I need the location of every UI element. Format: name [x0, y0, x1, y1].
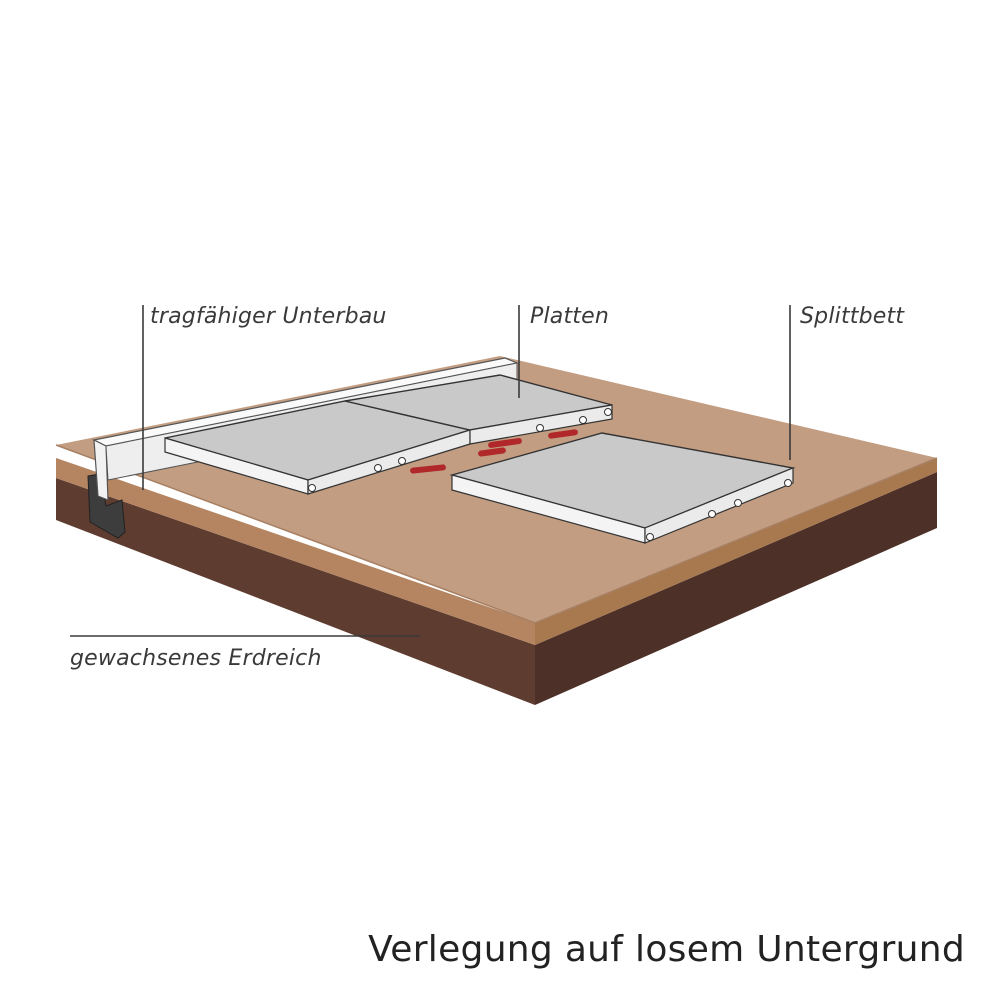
- label-slabs: Platten: [530, 304, 609, 329]
- spacer: [478, 447, 506, 457]
- diagram-caption: Verlegung auf losem Untergrund: [368, 929, 965, 970]
- grit-bed-edge-line: [55, 444, 938, 624]
- spacer: [548, 429, 578, 439]
- soil-layer: [56, 472, 937, 705]
- base-right-face: [535, 458, 937, 645]
- soil-front-face: [56, 478, 535, 705]
- spacers: [410, 429, 578, 474]
- slab-front: [449, 432, 796, 544]
- spacer: [488, 438, 522, 448]
- label-base-layer: tragfähiger Unterbau: [150, 304, 387, 329]
- leader-lines: [70, 305, 791, 637]
- label-grit-bed: Splittbett: [800, 304, 905, 329]
- slab-edge-right: [644, 467, 794, 544]
- slab-back-right: [344, 374, 613, 445]
- spacer: [410, 464, 446, 474]
- base-front-face: [56, 458, 535, 645]
- label-soil: gewachsenes Erdreich: [70, 646, 322, 671]
- base-layer: [56, 458, 937, 645]
- edge-stone-front: [93, 438, 109, 501]
- soil-right-face: [535, 472, 937, 705]
